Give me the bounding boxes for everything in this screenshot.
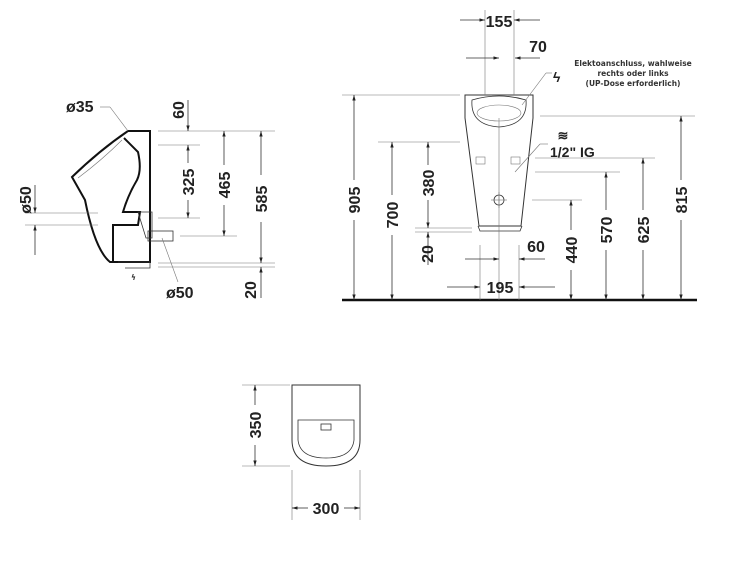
- rim-height-label: 815: [674, 187, 691, 214]
- top-offset-label: 60: [171, 101, 188, 119]
- electric-note-line-2: rechts oder links: [597, 69, 669, 78]
- front-bottom-gap-label: 20: [420, 245, 437, 263]
- top-view: 350 300: [242, 384, 361, 520]
- front-width-bottom-label: 195: [487, 280, 514, 297]
- front-total-height-label: 905: [347, 187, 364, 214]
- outlet-pipe: [147, 230, 174, 242]
- front-width-top-label: 155: [486, 14, 513, 31]
- outlet-diameter-bottom-label: ø50: [166, 285, 194, 302]
- urinal-side-inner: [112, 137, 142, 262]
- electric-note-line-3: (UP-Dose erforderlich): [586, 79, 681, 88]
- water-connection-label: 1/2" IG: [550, 144, 595, 160]
- inlet-diameter-label: ø35: [66, 99, 94, 116]
- outlet-height-label: 465: [217, 172, 234, 199]
- electric-note-line-1: Elektoanschluss, wahlweise: [574, 59, 692, 68]
- side-bottom-offset-label: 20: [243, 281, 260, 299]
- water-icon: ≋: [558, 128, 569, 143]
- water-inlet-height-label: 570: [599, 217, 616, 244]
- urinal-side-outline: [70, 130, 151, 263]
- top-width-label: 300: [313, 501, 340, 518]
- side-view: ϟ ø35 ø50 ø50 60 325 465 585 20: [18, 99, 275, 302]
- urinal-top-outline: [291, 384, 361, 467]
- outlet-height-front-label: 700: [385, 202, 402, 229]
- supply-height-label: 625: [636, 217, 653, 244]
- front-view: 155 70 ϟ Elektoanschluss, wahlweise rech…: [342, 10, 697, 302]
- top-depth-label: 350: [248, 412, 265, 439]
- fixing-height-label: 440: [564, 237, 581, 264]
- front-offset-top-label: 70: [529, 39, 547, 56]
- front-offset-bottom-label: 60: [527, 239, 545, 256]
- inlet-to-outlet-label: 325: [181, 169, 198, 196]
- outlet-distance-label: 380: [421, 170, 438, 197]
- electric-icon-front: ϟ: [553, 69, 561, 85]
- drain-symbol: [320, 423, 332, 431]
- outlet-diameter-left-label: ø50: [18, 186, 35, 214]
- electric-icon: ϟ: [131, 273, 136, 282]
- side-total-height-label: 585: [254, 186, 271, 213]
